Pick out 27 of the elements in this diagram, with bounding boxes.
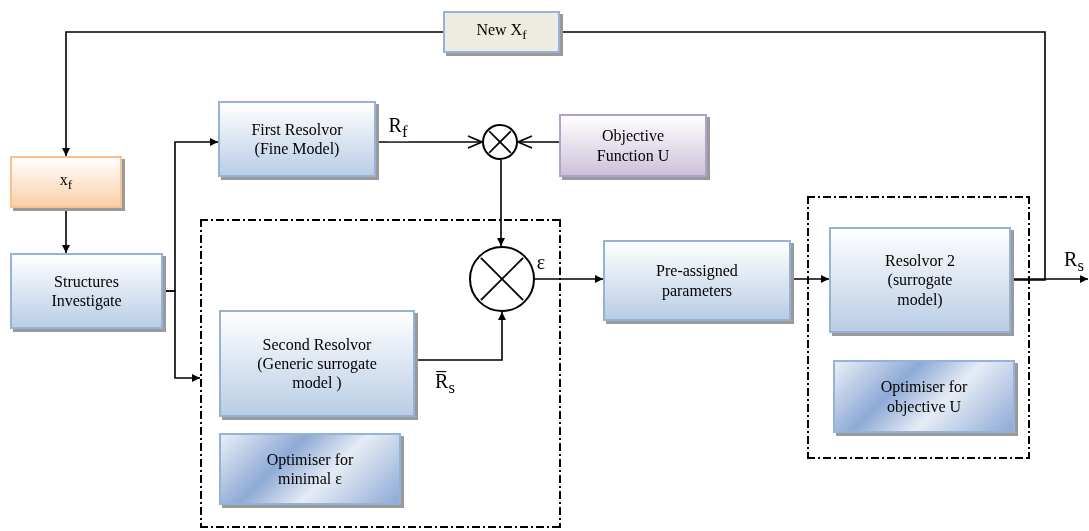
process-box xyxy=(10,156,122,208)
dash-dot-group-frame xyxy=(807,196,1030,459)
process-box xyxy=(10,253,163,329)
arrow xyxy=(534,275,604,283)
node-label: Structures Investigate xyxy=(50,271,123,311)
multiplier-circle xyxy=(482,124,518,160)
dash-dot-group-frame xyxy=(200,219,561,528)
node-label: New X$_{f}$ xyxy=(475,20,528,44)
node-label: Resolvor 2 (surrogate model) xyxy=(884,251,956,309)
node-label: Pre-assigned parameters xyxy=(655,261,739,300)
node-label: Second Resolvor (Generic surrogate model ) xyxy=(256,334,378,393)
process-box xyxy=(218,101,376,177)
arrow xyxy=(62,31,444,157)
process-box xyxy=(219,433,401,505)
node-label: Optimiser for objective U xyxy=(879,377,969,416)
process-box xyxy=(829,227,1011,333)
node-label: Objective Function U xyxy=(595,126,671,165)
arrow xyxy=(497,159,505,247)
process-box xyxy=(219,310,415,417)
node-label: Optimiser for minimal ε xyxy=(265,449,355,489)
process-box xyxy=(833,360,1015,433)
arrow xyxy=(517,135,560,149)
process-box xyxy=(443,11,560,53)
node-label: First Resolvor (Fine Model) xyxy=(250,119,344,159)
process-box xyxy=(603,240,791,321)
process-box xyxy=(559,114,707,177)
node-label: x$_{f}$ xyxy=(58,170,74,194)
